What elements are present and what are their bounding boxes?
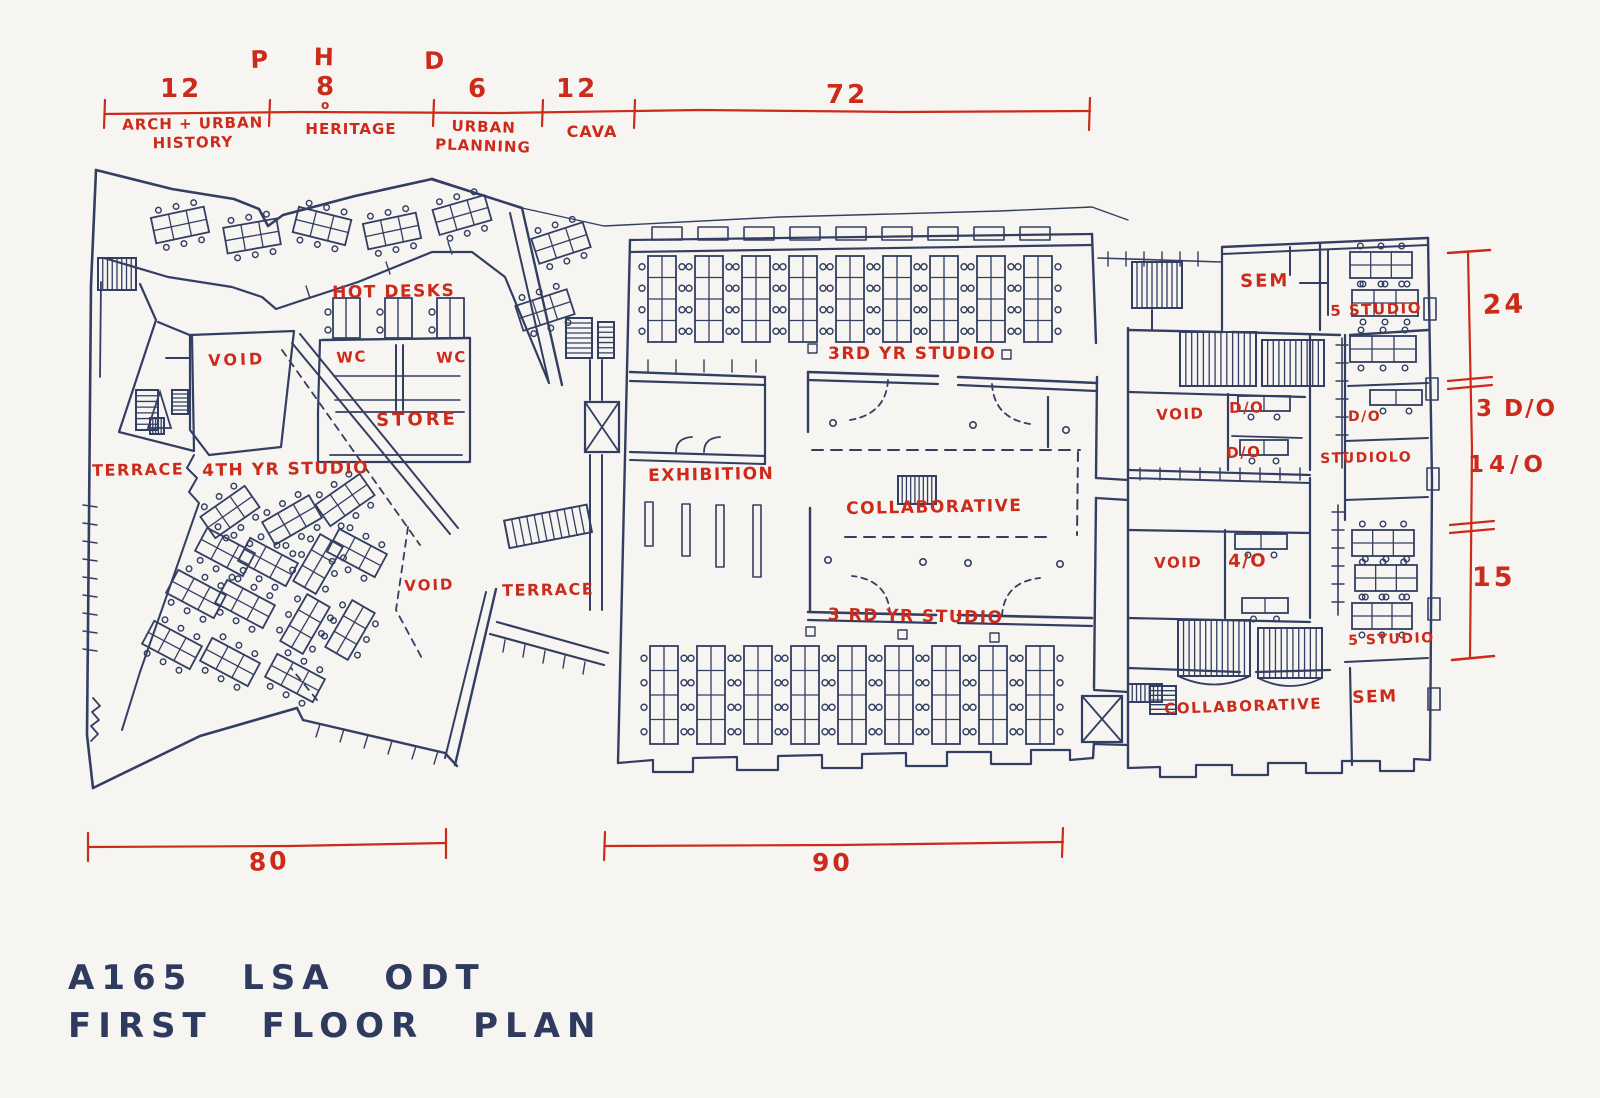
room-label-void-left: VOID [208,349,266,370]
stairs-and-cores [97,257,1325,744]
dim-value-72: 72 [826,80,869,110]
room-label-do-1: D/O [1229,398,1265,417]
room-label-5-studio-bottom: 5 STUDIO [1348,629,1435,649]
dim-label-arch-urban-history: ARCH + URBAN HISTORY [121,113,264,153]
phase-letter-p: P [250,45,271,74]
dashed-void-lines [281,349,1081,701]
phase-letter-h: H [313,43,336,72]
dim-value-3do: 3 D/O [1476,396,1558,422]
desk-clusters [140,188,1423,745]
room-label-do-3: D/O [1348,409,1382,425]
room-label-4o: 4/O [1228,550,1268,572]
dim-value-14o: 14/O [1468,452,1548,478]
room-label-3rd-yr-studio-top: 3RD YR STUDIO [828,344,997,364]
dim-value-90: 90 [812,848,853,877]
room-label-collaborative: COLLABORATIVE [846,495,1023,519]
dim-value-12a: 12 [160,74,203,104]
dim-value-8: 8 [316,72,338,102]
dimension-lines-red [86,96,1496,863]
dim-label-cava: CAVA [566,122,618,141]
room-label-sem-top: SEM [1240,270,1290,292]
room-label-5-studio-top: 5 STUDIO [1330,298,1423,320]
drawing-title-line2: FIRST FLOOR PLAN [68,1006,603,1046]
drawing-title-line1: A165 LSA ODT [68,958,486,998]
room-label-wc-2: WC [436,347,468,367]
dim-value-15: 15 [1472,562,1516,593]
dim-submark: o [321,98,331,112]
dim-value-80: 80 [248,845,291,877]
room-label-wc-1: WC [336,347,368,367]
room-label-store: STORE [376,408,459,431]
dim-value-6: 6 [468,74,490,104]
building-walls [82,168,1441,790]
dim-value-24: 24 [1482,288,1527,321]
room-label-terrace-left: TERRACE [92,459,185,480]
dim-label-heritage: HERITAGE [305,120,397,138]
room-label-do-2: D/O [1226,442,1262,462]
room-label-void-r2: VOID [1154,553,1203,572]
room-label-void-triangle: VOID [404,575,455,595]
room-label-4th-yr-studio: 4TH YR STUDIO [202,458,370,481]
room-label-terrace-mid: TERRACE [502,579,595,600]
dim-value-12b: 12 [556,74,599,104]
room-label-studiolo: STUDIOLO [1320,449,1413,467]
room-label-sem-bottom: SEM [1352,686,1398,708]
room-label-3rd-yr-studio-bottom: 3 RD YR STUDIO [827,605,1004,629]
phase-letter-d: D [424,46,446,75]
room-label-exhibition: EXHIBITION [648,463,775,486]
room-label-void-r1: VOID [1156,404,1205,424]
room-label-hot-desks: HOT DESKS [332,280,456,303]
dim-label-urban-planning: URBAN PLANNING [434,116,532,157]
